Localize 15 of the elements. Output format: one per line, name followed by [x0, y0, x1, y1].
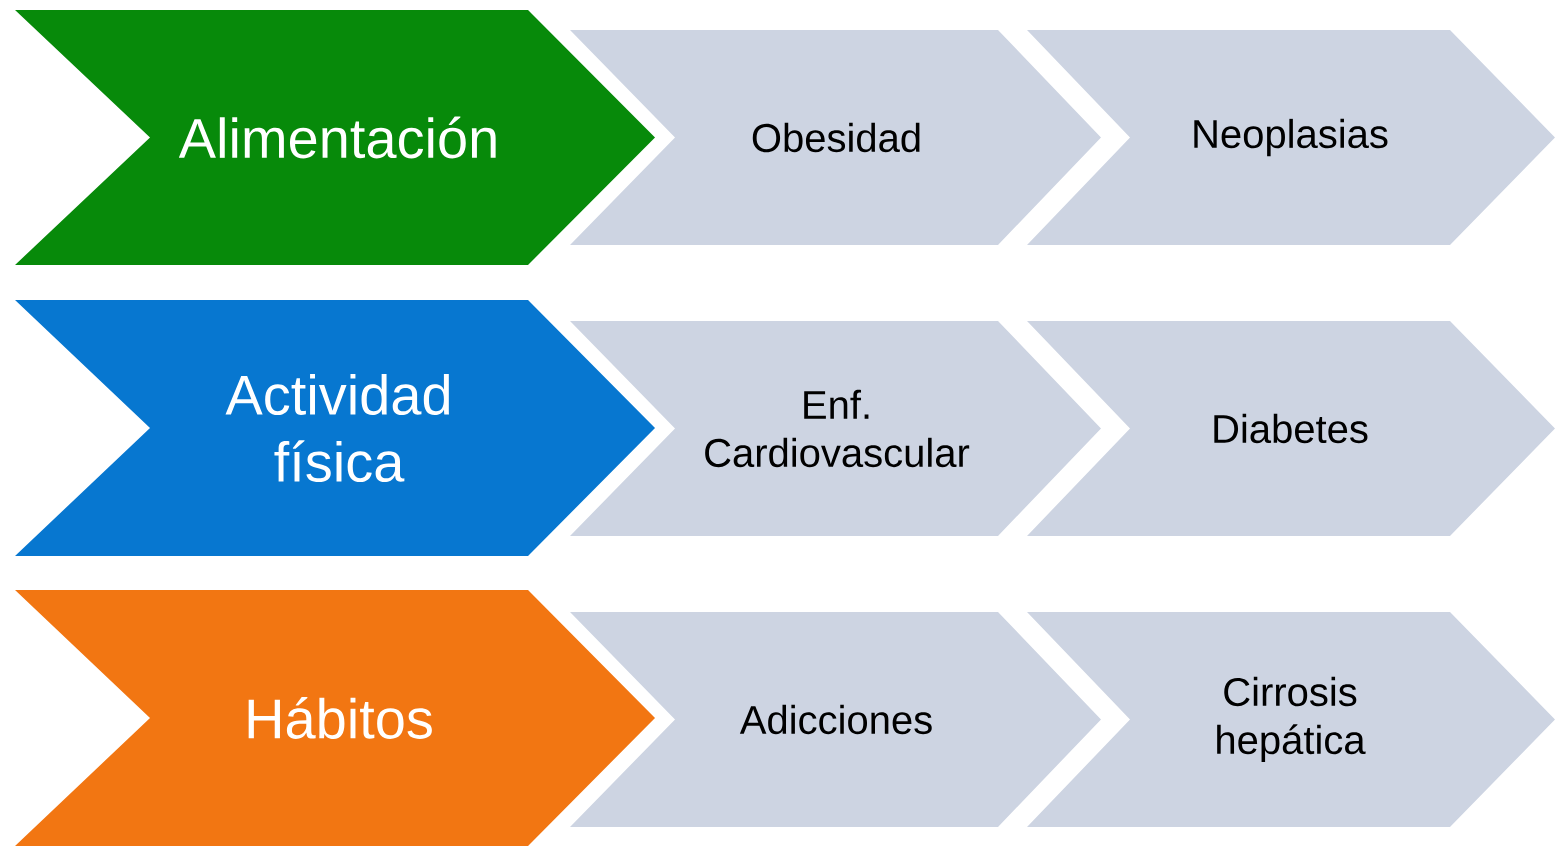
node-label: Obesidad: [752, 122, 920, 153]
chevron-box: Obesidad: [570, 30, 1101, 245]
chevron-box: Neoplasias: [1027, 30, 1555, 245]
chevron-box: Cirrosis hepática: [1027, 612, 1555, 827]
node-label: Enf. Cardiovascular: [705, 389, 970, 468]
chevron-box: Hábitos: [15, 590, 655, 846]
chevron-box: Enf. Cardiovascular: [570, 321, 1101, 536]
chevron-box: Actividad física: [15, 300, 655, 556]
node-label: Adicciones: [739, 704, 932, 735]
chevron-box: Diabetes: [1027, 321, 1555, 536]
node-label: Cirrosis hepática: [1217, 676, 1366, 763]
chevron-box: Adicciones: [570, 612, 1101, 827]
node-label: Diabetes: [1214, 413, 1368, 444]
node-label: Neoplasias: [1194, 118, 1388, 157]
chevron-box: Alimentación: [15, 10, 655, 265]
